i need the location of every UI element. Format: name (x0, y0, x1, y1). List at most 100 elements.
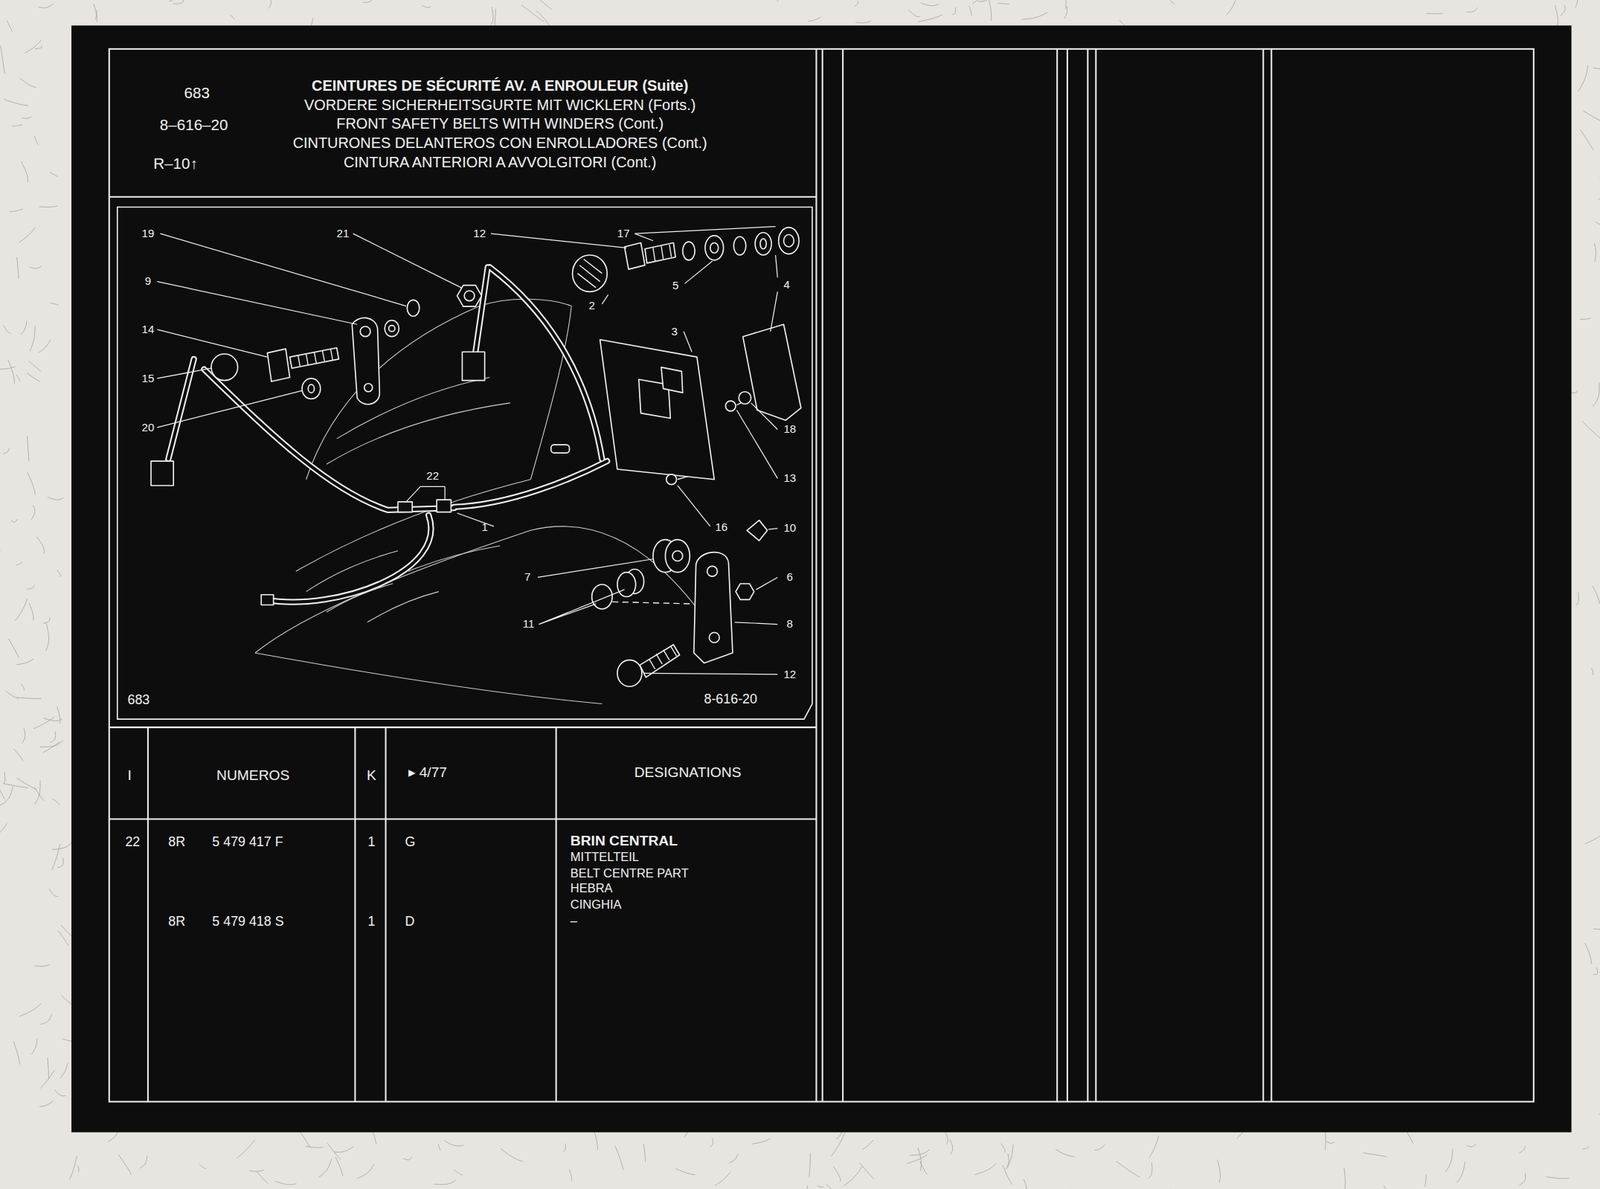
callout-number: 12 (783, 668, 796, 680)
paper-speck (335, 1157, 343, 1177)
leader-line (751, 403, 779, 430)
part-drawing (735, 583, 755, 600)
paper-speck (93, 3, 97, 22)
paper-speck (853, 0, 858, 6)
title-line: CINTURONES DELANTEROS CON ENROLLADORES (… (293, 135, 708, 151)
part-drawing (666, 474, 677, 485)
paper-speck (792, 1185, 808, 1189)
belt-strap (265, 515, 432, 603)
paper-speck (500, 1149, 523, 1163)
paper-speck (1466, 1144, 1476, 1148)
paper-speck (47, 1057, 49, 1080)
frame-line (1270, 49, 1272, 1103)
frame-line (109, 196, 817, 198)
part-drawing (644, 242, 676, 263)
callout-number: 6 (786, 572, 793, 584)
leader-line (156, 329, 268, 358)
part-drawing (733, 236, 746, 256)
paper-speck (1580, 130, 1594, 151)
paper-speck (333, 1147, 354, 1153)
paper-speck (1059, 0, 1066, 9)
paper-speck (13, 749, 23, 761)
part-drawing (746, 520, 767, 541)
frame-line (842, 49, 844, 1103)
callout-number: 10 (783, 522, 796, 535)
paper-speck (6, 20, 12, 32)
callout-number: 16 (714, 522, 728, 534)
callout-number: 8 (786, 618, 793, 631)
part-drawing (551, 444, 570, 453)
part-drawing (572, 255, 608, 292)
paper-speck (569, 1170, 572, 1182)
leader-line (406, 486, 445, 503)
paper-speck (57, 569, 61, 577)
paper-speck (275, 1181, 297, 1185)
callout-number: 19 (142, 228, 155, 240)
paper-speck (1582, 1146, 1589, 1150)
seat-outline (367, 592, 439, 623)
paper-speck (118, 1154, 132, 1176)
paper-speck (833, 1167, 841, 1182)
part-drawing (592, 584, 613, 610)
paper-speck (1595, 221, 1600, 228)
paper-speck (1554, 5, 1558, 27)
paper-speck (26, 373, 41, 383)
leader-line (159, 233, 407, 306)
paper-speck (139, 1155, 147, 1169)
paper-speck (16, 374, 21, 382)
callout-number: 22 (426, 470, 439, 483)
paper-speck (21, 684, 25, 692)
paper-speck (14, 598, 28, 622)
leader-line (601, 294, 608, 304)
belt-strap (475, 267, 488, 352)
paper-speck (859, 1163, 875, 1180)
paper-speck (19, 78, 36, 88)
paper-speck (1582, 421, 1600, 439)
callout-number: 15 (142, 372, 155, 384)
paper-speck (0, 776, 5, 800)
paper-speck (808, 17, 822, 22)
sheet-number: 683 (184, 85, 210, 102)
paper-speck (1344, 1167, 1345, 1189)
sheet-code: 8–616–20 (159, 116, 229, 133)
part-drawing (708, 633, 720, 644)
paper-speck (1325, 1141, 1335, 1145)
paper-speck (1560, 5, 1566, 17)
frame-line (1086, 49, 1089, 1103)
leader-line (677, 485, 711, 527)
frame-line (815, 49, 817, 1103)
paper-speck (907, 1155, 928, 1165)
designation-text: CINGHIA (570, 899, 622, 912)
designation-text: MITTELTEIL (570, 850, 639, 863)
callout-number: 18 (783, 423, 796, 436)
paper-speck (46, 623, 50, 651)
column-header: ▸ 4/77 (408, 765, 448, 780)
part-drawing (211, 354, 239, 381)
paper-speck (1591, 667, 1594, 675)
paper-speck (52, 798, 60, 806)
frame-line (821, 49, 824, 1103)
paper-speck (855, 20, 872, 23)
paper-speck (1598, 1106, 1600, 1116)
paper-speck (729, 1154, 739, 1164)
paper-speck (34, 45, 42, 49)
leader-line (457, 513, 494, 527)
frame-line (1066, 49, 1069, 1103)
callout-number: 7 (524, 572, 531, 584)
table-cell: D (405, 914, 416, 929)
paper-speck (236, 1139, 256, 1159)
part-drawing (461, 351, 485, 381)
paper-speck (1578, 65, 1589, 92)
paper-speck (1006, 1153, 1009, 1170)
paper-speck (1022, 11, 1048, 19)
paper-speck (1383, 1185, 1388, 1189)
part-drawing (617, 572, 636, 598)
leader-line (736, 409, 778, 479)
paper-speck (1579, 317, 1592, 320)
part-drawing (743, 324, 802, 421)
leader-line (156, 226, 778, 675)
part-drawing (760, 238, 767, 250)
table-cell: G (405, 835, 416, 849)
paper-speck (39, 1100, 54, 1107)
